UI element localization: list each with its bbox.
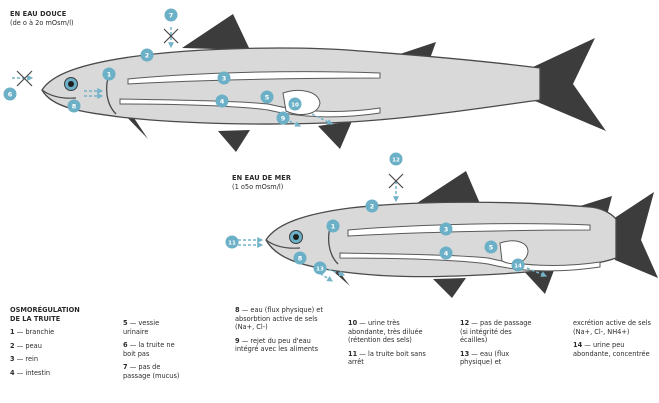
dorsal-fin <box>414 171 481 206</box>
marker-9: 9 <box>281 115 286 123</box>
legend-heading: OSMORÉGULATION DE LA TRUITE <box>10 306 105 323</box>
marker-12: 12 <box>392 157 400 163</box>
legend-item: 5 — vessie urinaire <box>123 319 181 336</box>
legend-column-3: 8 — eau (flux physique) et absorbtion ac… <box>235 306 325 359</box>
legend-column-1: OSMORÉGULATION DE LA TRUITE 1 — branchie… <box>10 306 105 383</box>
caudal-fin <box>613 192 658 278</box>
sea-water-fish <box>266 171 658 298</box>
marker-2: 2 <box>145 52 150 60</box>
marker-6: 6 <box>8 91 13 99</box>
marker-2: 2 <box>370 203 375 211</box>
legend-heading-line-2: DE LA TRUITE <box>10 315 60 323</box>
marker-5: 5 <box>265 94 270 102</box>
sea-water-title: EN EAU DE MER <box>232 174 291 183</box>
legend-column-4: 10 — urine très abondante, très diluée (… <box>348 319 426 372</box>
marker-11: 11 <box>228 240 236 246</box>
fresh-water-subtitle: (de o à 2o mOsm/l) <box>10 19 74 27</box>
pelvic-fin <box>218 130 250 152</box>
legend-item: 3 — rein <box>10 355 105 364</box>
caudal-fin <box>533 38 606 131</box>
fresh-water-fish <box>42 14 606 152</box>
marker-3: 3 <box>444 226 449 234</box>
legend-item: 6 — la truite ne boit pas <box>123 341 181 358</box>
legend-column-6: excrétion active de sels (Na+, Cl-, NH4+… <box>573 319 655 363</box>
legend-item: 1 — branchie <box>10 328 105 337</box>
fresh-water-title: EN EAU DOUCE <box>10 10 74 19</box>
legend-item: 13 — eau (flux physique) et <box>460 350 532 367</box>
marker-13: 13 <box>316 266 324 272</box>
legend-item: 4 — intestin <box>10 369 105 378</box>
legend-item: 12 — pas de passage (si intégrité des éc… <box>460 319 532 345</box>
sea-water-blocked-marks <box>389 174 403 188</box>
marker-7: 7 <box>169 12 174 20</box>
marker-8: 8 <box>72 103 77 111</box>
legend-item: 2 — peau <box>10 342 105 351</box>
marker-4: 4 <box>444 250 449 258</box>
legend-item: excrétion active de sels (Na+, Cl-, NH4+… <box>573 319 655 336</box>
legend-heading-line-1: OSMORÉGULATION <box>10 306 80 314</box>
dorsal-fin <box>182 14 250 50</box>
marker-3: 3 <box>222 75 227 83</box>
pelvic-fin <box>433 278 466 298</box>
anal-fin <box>318 121 352 149</box>
marker-1: 1 <box>331 223 336 231</box>
fresh-water-title-block: EN EAU DOUCE (de o à 2o mOsm/l) <box>10 10 74 27</box>
legend-item: 10 — urine très abondante, très diluée (… <box>348 319 426 345</box>
legend-item: 11 — la truite boit sans arrêt <box>348 350 426 367</box>
bladder <box>283 90 320 114</box>
marker-14: 14 <box>514 263 522 269</box>
marker-4: 4 <box>220 98 225 106</box>
legend-column-5: 12 — pas de passage (si intégrité des éc… <box>460 319 532 372</box>
marker-5: 5 <box>489 244 494 252</box>
marker-1: 1 <box>107 71 112 79</box>
sea-water-title-block: EN EAU DE MER (1 o5o mOsm/l) <box>232 174 291 191</box>
legend-column-2: 5 — vessie urinaire 6 — la truite ne boi… <box>123 319 181 386</box>
legend-item: 14 — urine peu abondante, concentrée <box>573 341 655 358</box>
marker-8: 8 <box>298 255 303 263</box>
sea-water-subtitle: (1 o5o mOsm/l) <box>232 183 283 191</box>
legend-item: 8 — eau (flux physique) et absorbtion ac… <box>235 306 325 332</box>
legend-item: 9 — rejet du peu d'eau intégré avec les … <box>235 337 325 354</box>
legend-item: 7 — pas de passage (mucus) <box>123 363 181 380</box>
marker-10: 10 <box>291 102 299 108</box>
